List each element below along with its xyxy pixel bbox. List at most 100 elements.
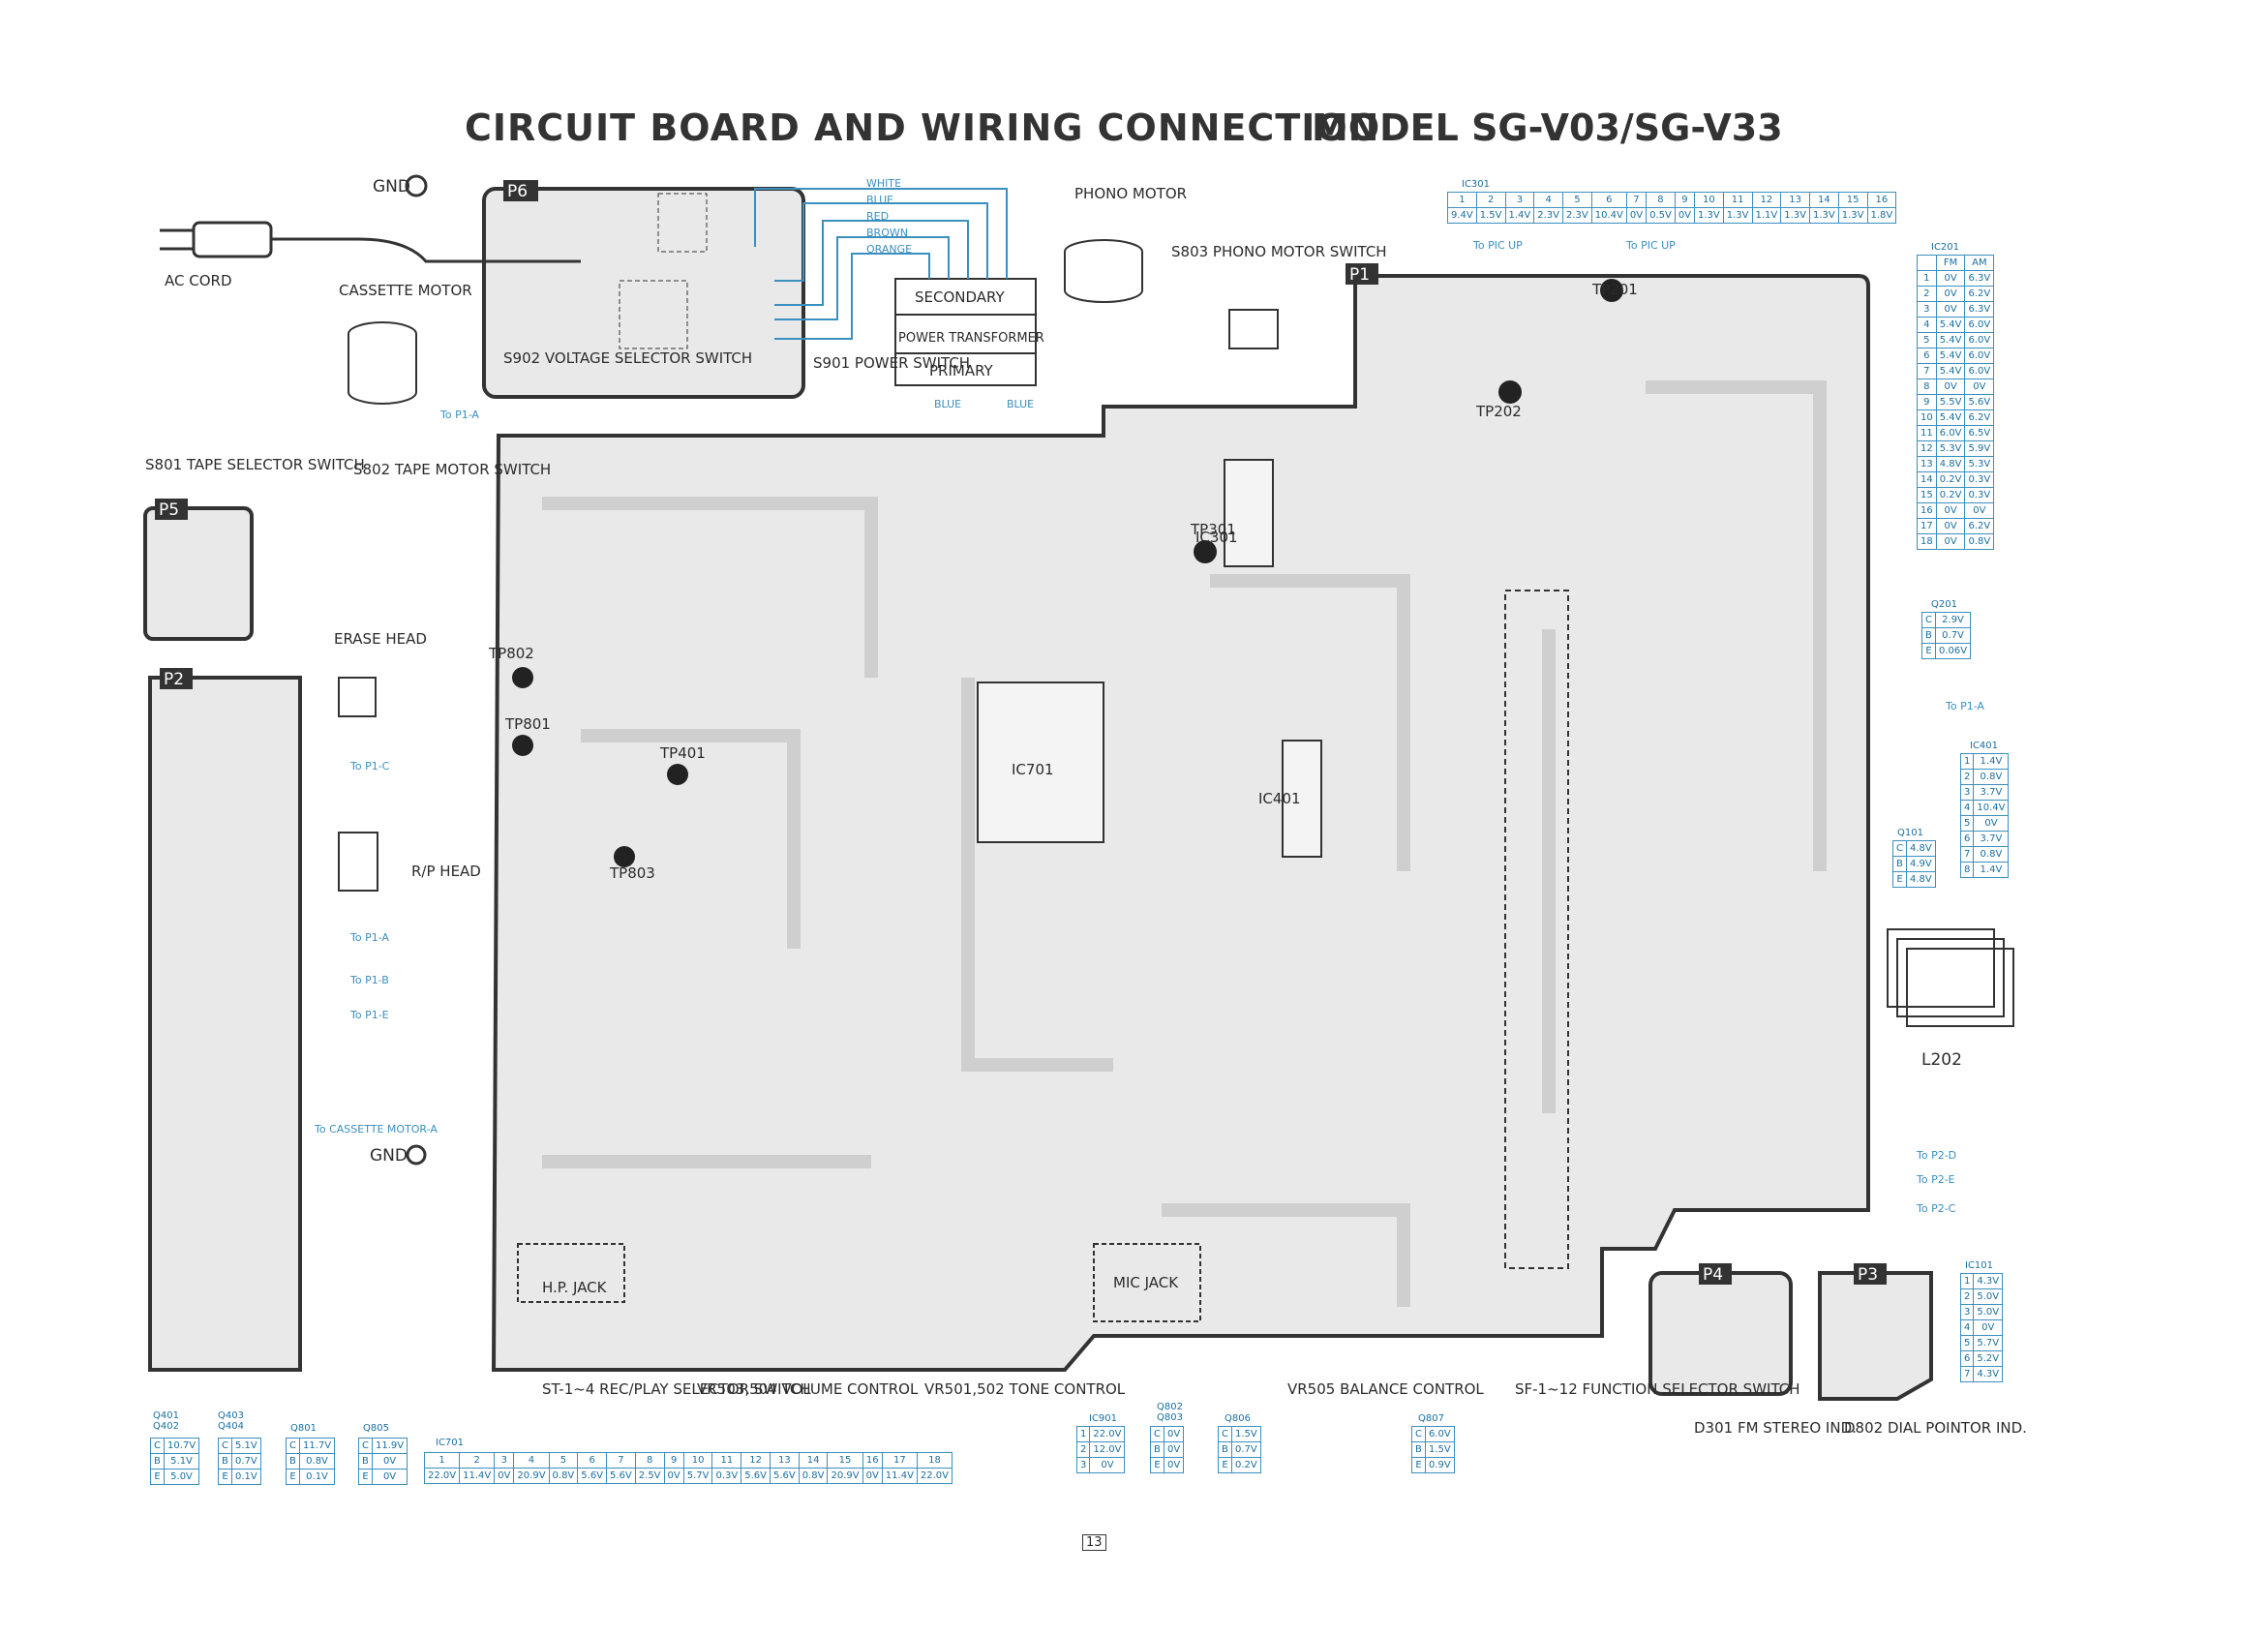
d802-caption: D802 DIAL POINTOR IND. [1844,1419,2027,1437]
voltage-value: 0V [1935,301,1966,318]
board-p2-tag [160,668,193,689]
mic-jack-outline [1093,1243,1201,1322]
transformer-primary: PRIMARY [929,362,994,379]
gnd-bottom-label: GND [370,1146,408,1166]
voltage-value: 2.3V [1533,207,1563,224]
pin-number: 1 [1447,192,1477,208]
pin-number: B [1921,627,1936,644]
voltage-value: 1.5V [1424,1441,1455,1458]
voltage-value: 4.3V [1973,1366,2004,1382]
pin-number: 12 [1917,440,1937,457]
voltage-value: 6.3V [1964,270,1995,287]
to-p1-a-link-1[interactable]: To P1-A [439,409,479,421]
to-p1-b-link[interactable]: To P1-B [349,974,389,986]
pin-number: C [218,1438,232,1454]
to-pic-up-link-2[interactable]: To PIC UP [1625,239,1676,252]
voltage-value: 5.9V [1964,440,1995,457]
pin-number: 5 [1917,332,1937,348]
board-p4-label: P4 [1703,1265,1723,1285]
pin-number: 7 [1917,363,1937,379]
pin-number: 3 [1959,1304,1975,1320]
voltage-value: 0.8V [798,1468,829,1484]
pin-number: E [1150,1457,1164,1473]
ac-cord-wire [271,237,581,263]
q801-table-title: Q801 [290,1423,317,1434]
gnd-top-terminal [405,174,428,197]
pin-number: C [1411,1426,1426,1442]
pin-number: 2 [1917,286,1937,302]
voltage-value: 0V [1935,502,1966,519]
ic301-table-title: IC301 [1462,179,1491,190]
voltage-value: 5.0V [163,1469,200,1485]
pin-number: 5 [1959,1335,1975,1351]
tp201-marker [1600,279,1623,302]
voltage-value: 0.3V [1964,487,1995,503]
pin-number: B [1892,856,1907,872]
q101-table-title: Q101 [1897,828,1923,838]
to-p2-c-link[interactable]: To P2-C [1916,1202,1956,1215]
voltage-value: 4.9V [1905,856,1936,872]
pin-number: 2 [1075,1441,1091,1458]
pin-number: E [218,1469,232,1485]
voltage-value: 11.4V [459,1468,496,1484]
to-p2-e-link[interactable]: To P2-E [1916,1173,1955,1186]
pin-number: 8 [1646,192,1676,208]
to-p1-e-link[interactable]: To P1-E [349,1009,389,1021]
pin-number: C [286,1438,300,1454]
ic401-label: IC401 [1258,790,1301,807]
pin-number: 10 [1694,192,1724,208]
erase-head-label: ERASE HEAD [334,630,427,648]
pin-number: 1 [423,1452,461,1469]
pin-number: 16 [1866,192,1897,208]
sf-switch-outline [1504,590,1569,1269]
wire-white: WHITE [866,177,901,190]
pin-number: E [358,1469,373,1485]
voltage-value: 20.9V [513,1468,550,1484]
to-pic-up-link-1[interactable]: To PIC UP [1472,239,1523,252]
s901-outline [657,193,708,253]
pin-number: 6 [1917,348,1937,364]
pin-number: 16 [1917,502,1937,519]
board-p6-tag [503,180,538,201]
to-cassette-motor-link[interactable]: To CASSETTE MOTOR-A [314,1123,438,1136]
to-p2-d-link[interactable]: To P2-D [1916,1149,1956,1162]
to-p1-c-link[interactable]: To P1-C [349,760,390,773]
to-p1-a-link-3[interactable]: To P1-A [1945,700,1984,712]
ic701-table-title: IC701 [436,1438,465,1448]
board-p1-label: P1 [1349,265,1370,285]
st-switch-caption: ST-1~4 REC/PLAY SELECTOR SWITCH [542,1380,811,1398]
pin-number: 9 [663,1452,684,1469]
pin-number: 15 [1917,487,1937,503]
voltage-value: 1.3V [1694,207,1724,224]
voltage-value: 1.4V [1973,862,2010,878]
ac-cord-label: AC CORD [165,272,232,289]
pin-number: 4 [1917,317,1937,333]
board-traces [542,380,1827,1307]
gnd-top-label: GND [373,177,410,197]
pin-number: 8 [634,1452,665,1469]
voltage-value: 5.6V [577,1468,608,1484]
to-p1-a-link-2[interactable]: To P1-A [349,931,389,944]
voltage-value: 0V [1935,270,1966,287]
voltage-value: 0.3V [1964,471,1995,488]
pin-number: 11 [1917,425,1937,441]
